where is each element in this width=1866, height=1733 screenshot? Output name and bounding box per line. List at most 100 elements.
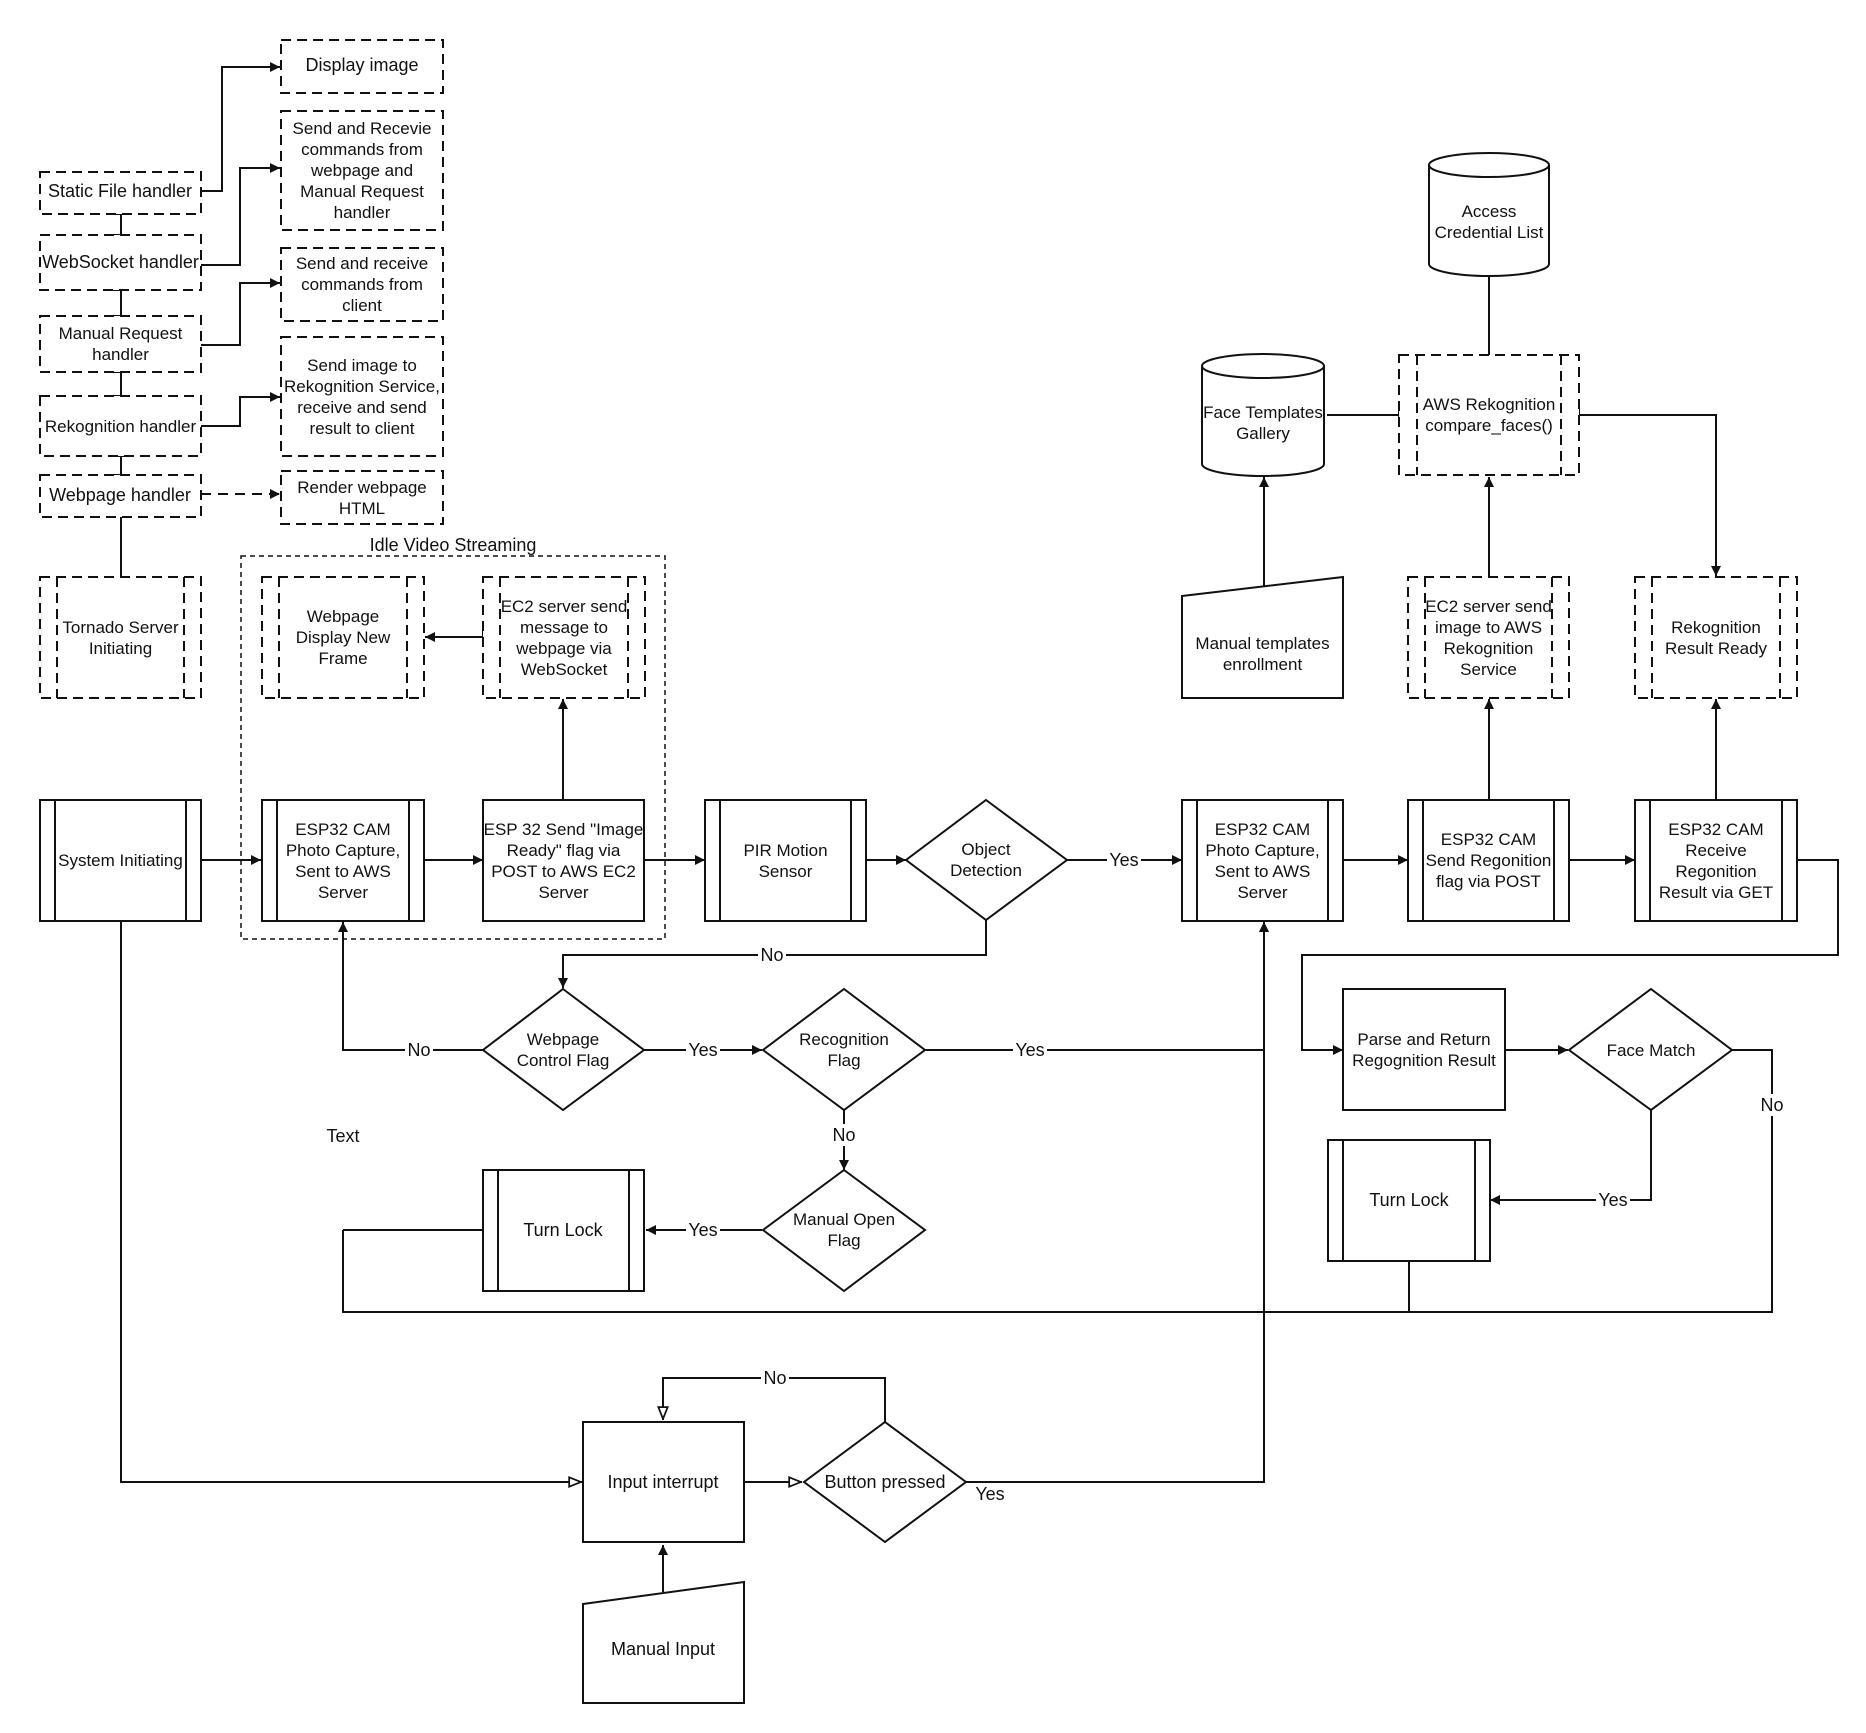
- edge-receive-to-parse: [1301, 859, 1839, 1055]
- edge-button-yes-capture2: [966, 922, 1269, 1483]
- node-label: Render webpage HTML: [297, 477, 427, 518]
- node-display-image: Display image: [280, 39, 444, 94]
- node-static-file-handler: Static File handler: [39, 171, 202, 215]
- node-label: ESP32 CAM Photo Capture, Sent to AWS Ser…: [285, 819, 401, 902]
- node-label: Tornado Server Initiating: [62, 617, 179, 658]
- node-button-pressed: Button pressed: [802, 1420, 968, 1544]
- node-manual-templates: Manual templates enrollment: [1181, 575, 1344, 699]
- node-label: Manual Input: [611, 1639, 715, 1659]
- idle-video-streaming-group: [240, 555, 666, 940]
- node-label: Turn Lock: [523, 1220, 603, 1240]
- node-manual-request-handler: Manual Request handler: [39, 315, 202, 373]
- node-label: Parse and Return Regognition Result: [1352, 1029, 1496, 1070]
- node-turn-lock-left: Turn Lock: [482, 1169, 645, 1292]
- idle-video-streaming-label: Idle Video Streaming: [370, 535, 537, 555]
- node-tornado-server: Tornado Server Initiating: [39, 576, 202, 699]
- edge-label-yes-face-match: Yes: [1598, 1190, 1627, 1210]
- node-label: ESP32 CAM Send Regonition flag via POST: [1425, 830, 1552, 891]
- node-ec2-send-image: EC2 server send image to AWS Rekognition…: [1407, 576, 1570, 699]
- node-label: EC2 server send message to webpage via W…: [500, 596, 628, 679]
- node-esp32-send-flag: ESP 32 Send "Image Ready" flag via POST …: [482, 799, 645, 922]
- edge-label-no-webpage: No: [407, 1040, 430, 1060]
- node-websocket-handler: WebSocket handler: [39, 234, 202, 291]
- edge-static-to-display: [201, 62, 280, 192]
- edge-label-yes-button: Yes: [975, 1484, 1004, 1504]
- node-send-recv-client: Send and receive commands from client: [280, 247, 444, 322]
- node-esp32-capture-2: ESP32 CAM Photo Capture, Sent to AWS Ser…: [1181, 799, 1344, 922]
- node-label: System Initiating: [58, 851, 183, 870]
- node-webpage-control-flag: Webpage Control Flag: [481, 987, 646, 1112]
- edge-websocket-to-sendrecv: [201, 163, 280, 266]
- node-send-recv-webpage: Send and Recevie commands from webpage a…: [280, 110, 444, 231]
- node-label: Webpage handler: [49, 485, 191, 505]
- node-send-image-rekognition: Send image to Rekognition Service, recei…: [280, 336, 444, 457]
- node-label: AWS Rekognition compare_faces(): [1422, 395, 1556, 435]
- node-face-match: Face Match: [1567, 987, 1734, 1112]
- node-label: Send image to Rekognition Service, recei…: [284, 355, 440, 438]
- node-label: Webpage Display New Frame: [295, 607, 391, 668]
- node-webpage-handler: Webpage handler: [39, 474, 202, 518]
- edge-rekognition-to-resultready: [1578, 407, 1721, 576]
- node-label: Send and Recevie commands from webpage a…: [292, 119, 432, 222]
- node-rekognition-handler: Rekognition handler: [39, 395, 202, 457]
- node-recognition-flag: Recognition Flag: [761, 987, 927, 1112]
- edge-facematch-no-loop: [342, 1049, 1773, 1313]
- edge-label-no-face-match: No: [1760, 1095, 1783, 1115]
- node-aws-rekognition: AWS Rekognition compare_faces(): [1398, 354, 1580, 476]
- node-esp32-receive-result: ESP32 CAM Receive Regonition Result via …: [1634, 799, 1798, 922]
- node-label: Manual templates enrollment: [1195, 634, 1330, 674]
- node-label: Access Credential List: [1434, 202, 1544, 242]
- edge-webpage-no-capture1: [338, 922, 483, 1051]
- node-label: Face Templates Gallery: [1203, 403, 1323, 443]
- node-pir-sensor: PIR Motion Sensor: [704, 799, 867, 922]
- edge-manual-to-sendrecvclient: [201, 278, 280, 346]
- node-face-templates: Face Templates Gallery: [1201, 353, 1325, 477]
- node-object-detection: Object Detection: [904, 798, 1069, 922]
- node-label: Display image: [305, 55, 418, 75]
- node-label: Webpage Control Flag: [516, 1030, 610, 1070]
- node-input-interrupt: Input interrupt: [582, 1421, 745, 1543]
- edge-recognition-yes-capture2: [925, 922, 1269, 1051]
- edge-label-no-object: No: [760, 945, 783, 965]
- edge-label-yes-webpage: Yes: [688, 1040, 717, 1060]
- node-label: Recognition Flag: [799, 1030, 889, 1070]
- node-render-webpage: Render webpage HTML: [280, 470, 444, 525]
- node-esp32-capture-1: ESP32 CAM Photo Capture, Sent to AWS Ser…: [261, 799, 425, 922]
- node-label: Turn Lock: [1369, 1190, 1449, 1210]
- node-rekognition-result-ready: Rekognition Result Ready: [1634, 576, 1798, 699]
- node-manual-input: Manual Input: [582, 1580, 745, 1704]
- node-label: WebSocket handler: [42, 252, 199, 272]
- node-label: ESP 32 Send "Image Ready" flag via POST …: [483, 819, 644, 902]
- edge-label-yes-recognition: Yes: [1015, 1040, 1044, 1060]
- node-label: Send and receive commands from client: [295, 254, 429, 315]
- node-label: Static File handler: [48, 181, 192, 201]
- edge-label-yes-manual-open: Yes: [688, 1220, 717, 1240]
- node-label: Face Match: [1606, 1040, 1696, 1060]
- node-label: Rekognition Result Ready: [1664, 617, 1768, 658]
- node-label: Rekognition handler: [44, 416, 197, 436]
- node-turn-lock-right: Turn Lock: [1327, 1139, 1491, 1262]
- edge-system-to-interrupt: [120, 921, 582, 1482]
- edge-label-no-button: No: [763, 1368, 786, 1388]
- node-label: Object Detection: [950, 840, 1022, 880]
- node-webpage-display-frame: Webpage Display New Frame: [261, 576, 425, 699]
- node-parse-return: Parse and Return Regognition Result: [1342, 988, 1506, 1111]
- edges: [113, 62, 1839, 1592]
- edge-label-yes-object: Yes: [1109, 850, 1138, 870]
- edge-label-text: Text: [326, 1126, 359, 1146]
- node-access-credential: Access Credential List: [1428, 152, 1550, 277]
- node-ec2-send-message: EC2 server send message to webpage via W…: [482, 576, 646, 699]
- node-esp32-send-recog-flag: ESP32 CAM Send Regonition flag via POST: [1407, 799, 1570, 922]
- edge-rekognition-to-sendimage: [201, 392, 280, 427]
- node-label: EC2 server send image to AWS Rekognition…: [1425, 596, 1552, 679]
- node-label: Input interrupt: [607, 1472, 718, 1492]
- node-label: Manual Open Flag: [792, 1210, 896, 1250]
- edge-labels: Yes No No Yes Yes No Text Yes Yes No No …: [322, 849, 1786, 1504]
- node-system-initiating: System Initiating: [39, 799, 202, 922]
- node-label: ESP32 CAM Receive Regonition Result via …: [1658, 819, 1774, 902]
- node-label: Manual Request handler: [58, 324, 183, 364]
- node-label: ESP32 CAM Photo Capture, Sent to AWS Ser…: [1205, 819, 1320, 902]
- node-manual-open-flag: Manual Open Flag: [761, 1168, 927, 1293]
- node-label: Button pressed: [824, 1472, 945, 1492]
